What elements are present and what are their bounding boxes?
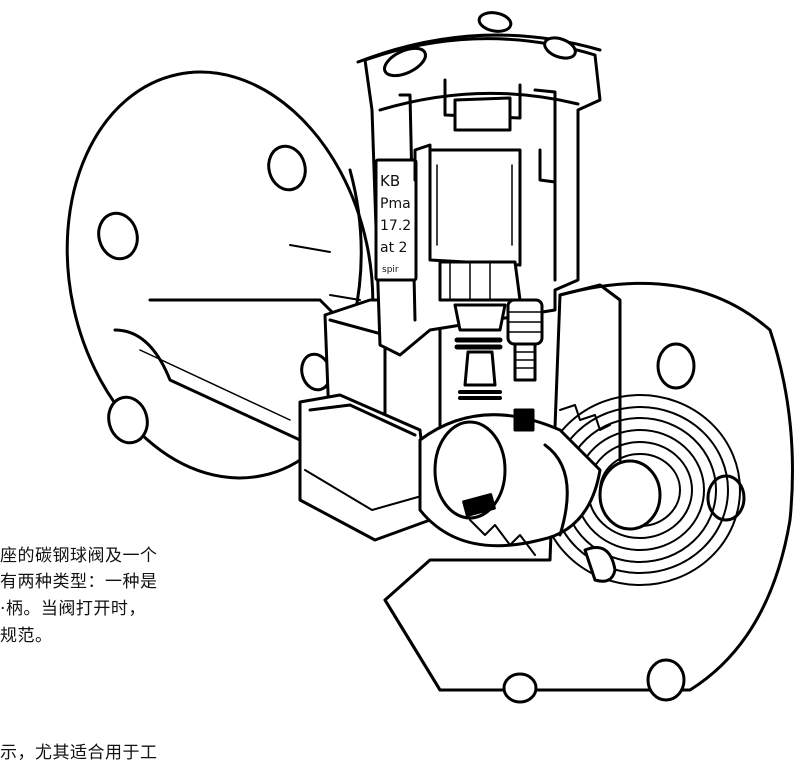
nameplate-line-4: at 2	[380, 240, 407, 256]
threads	[469, 404, 611, 556]
bonnet-bolt	[506, 298, 544, 382]
ball-slot	[583, 546, 617, 583]
caption-line-3: ·柄。当阀打开时，	[0, 594, 148, 619]
caption-line-5: 示，尤其适合用于工	[0, 738, 160, 763]
nameplate-line-5: spir	[382, 265, 399, 275]
cap-ovals	[383, 11, 577, 78]
valve-ball	[418, 408, 602, 548]
seat-bore	[598, 459, 662, 531]
nameplate-line-3: 17.2	[380, 218, 411, 234]
stem-assembly	[428, 78, 522, 400]
nameplate-line-2: Pma	[380, 196, 411, 212]
caption-line-4: 规范。	[0, 621, 55, 646]
left-flange	[65, 70, 375, 480]
nameplate: KB Pma 17.2 at 2 spir	[380, 172, 411, 275]
caption-line-1: 座的碳钢球阀及一个	[0, 541, 160, 566]
nameplate-line-1: KB	[380, 172, 400, 190]
caption-line-2: 有两种类型：一种是	[0, 567, 160, 592]
